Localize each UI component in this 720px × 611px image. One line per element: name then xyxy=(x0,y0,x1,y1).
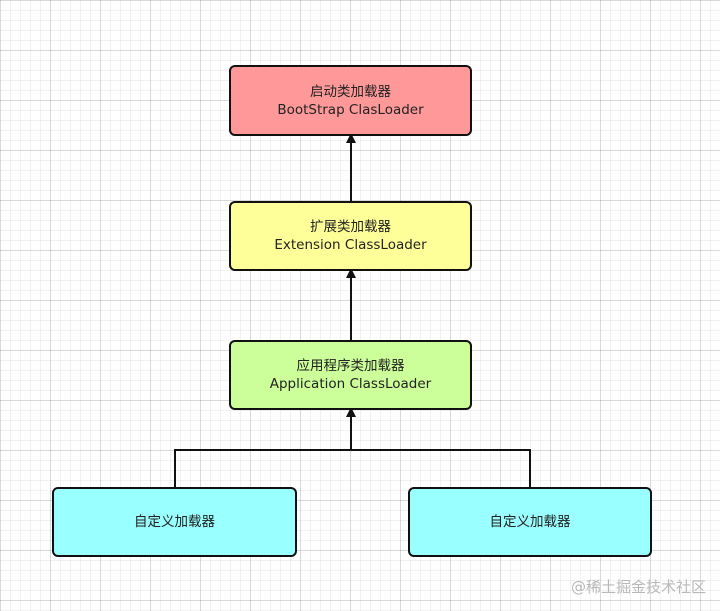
bootstrap-label-en: BootStrap ClasLoader xyxy=(277,101,424,118)
application-label-cn: 应用程序类加载器 xyxy=(296,358,405,374)
custom-left-label: 自定义加载器 xyxy=(134,514,215,530)
bootstrap-label-cn: 启动类加载器 xyxy=(310,83,391,100)
extension-classloader-node[interactable]: 扩展类加载器 Extension ClassLoader xyxy=(229,201,472,271)
bootstrap-classloader-node[interactable]: 启动类加载器 BootStrap ClasLoader xyxy=(229,65,472,136)
edge-custom-left-to-application xyxy=(174,449,351,487)
custom-classloader-node-right[interactable]: 自定义加载器 xyxy=(408,487,652,557)
custom-classloader-node-left[interactable]: 自定义加载器 xyxy=(52,487,297,557)
application-classloader-node[interactable]: 应用程序类加载器 Application ClassLoader xyxy=(229,340,472,410)
extension-label-en: Extension ClassLoader xyxy=(274,237,427,253)
watermark: @稀土掘金技术社区 xyxy=(570,578,706,596)
edge-custom-right-to-application xyxy=(351,449,531,487)
custom-right-label: 自定义加载器 xyxy=(489,514,571,530)
application-label-en: Application ClassLoader xyxy=(269,376,432,392)
extension-label-cn: 扩展类加载器 xyxy=(310,219,391,235)
